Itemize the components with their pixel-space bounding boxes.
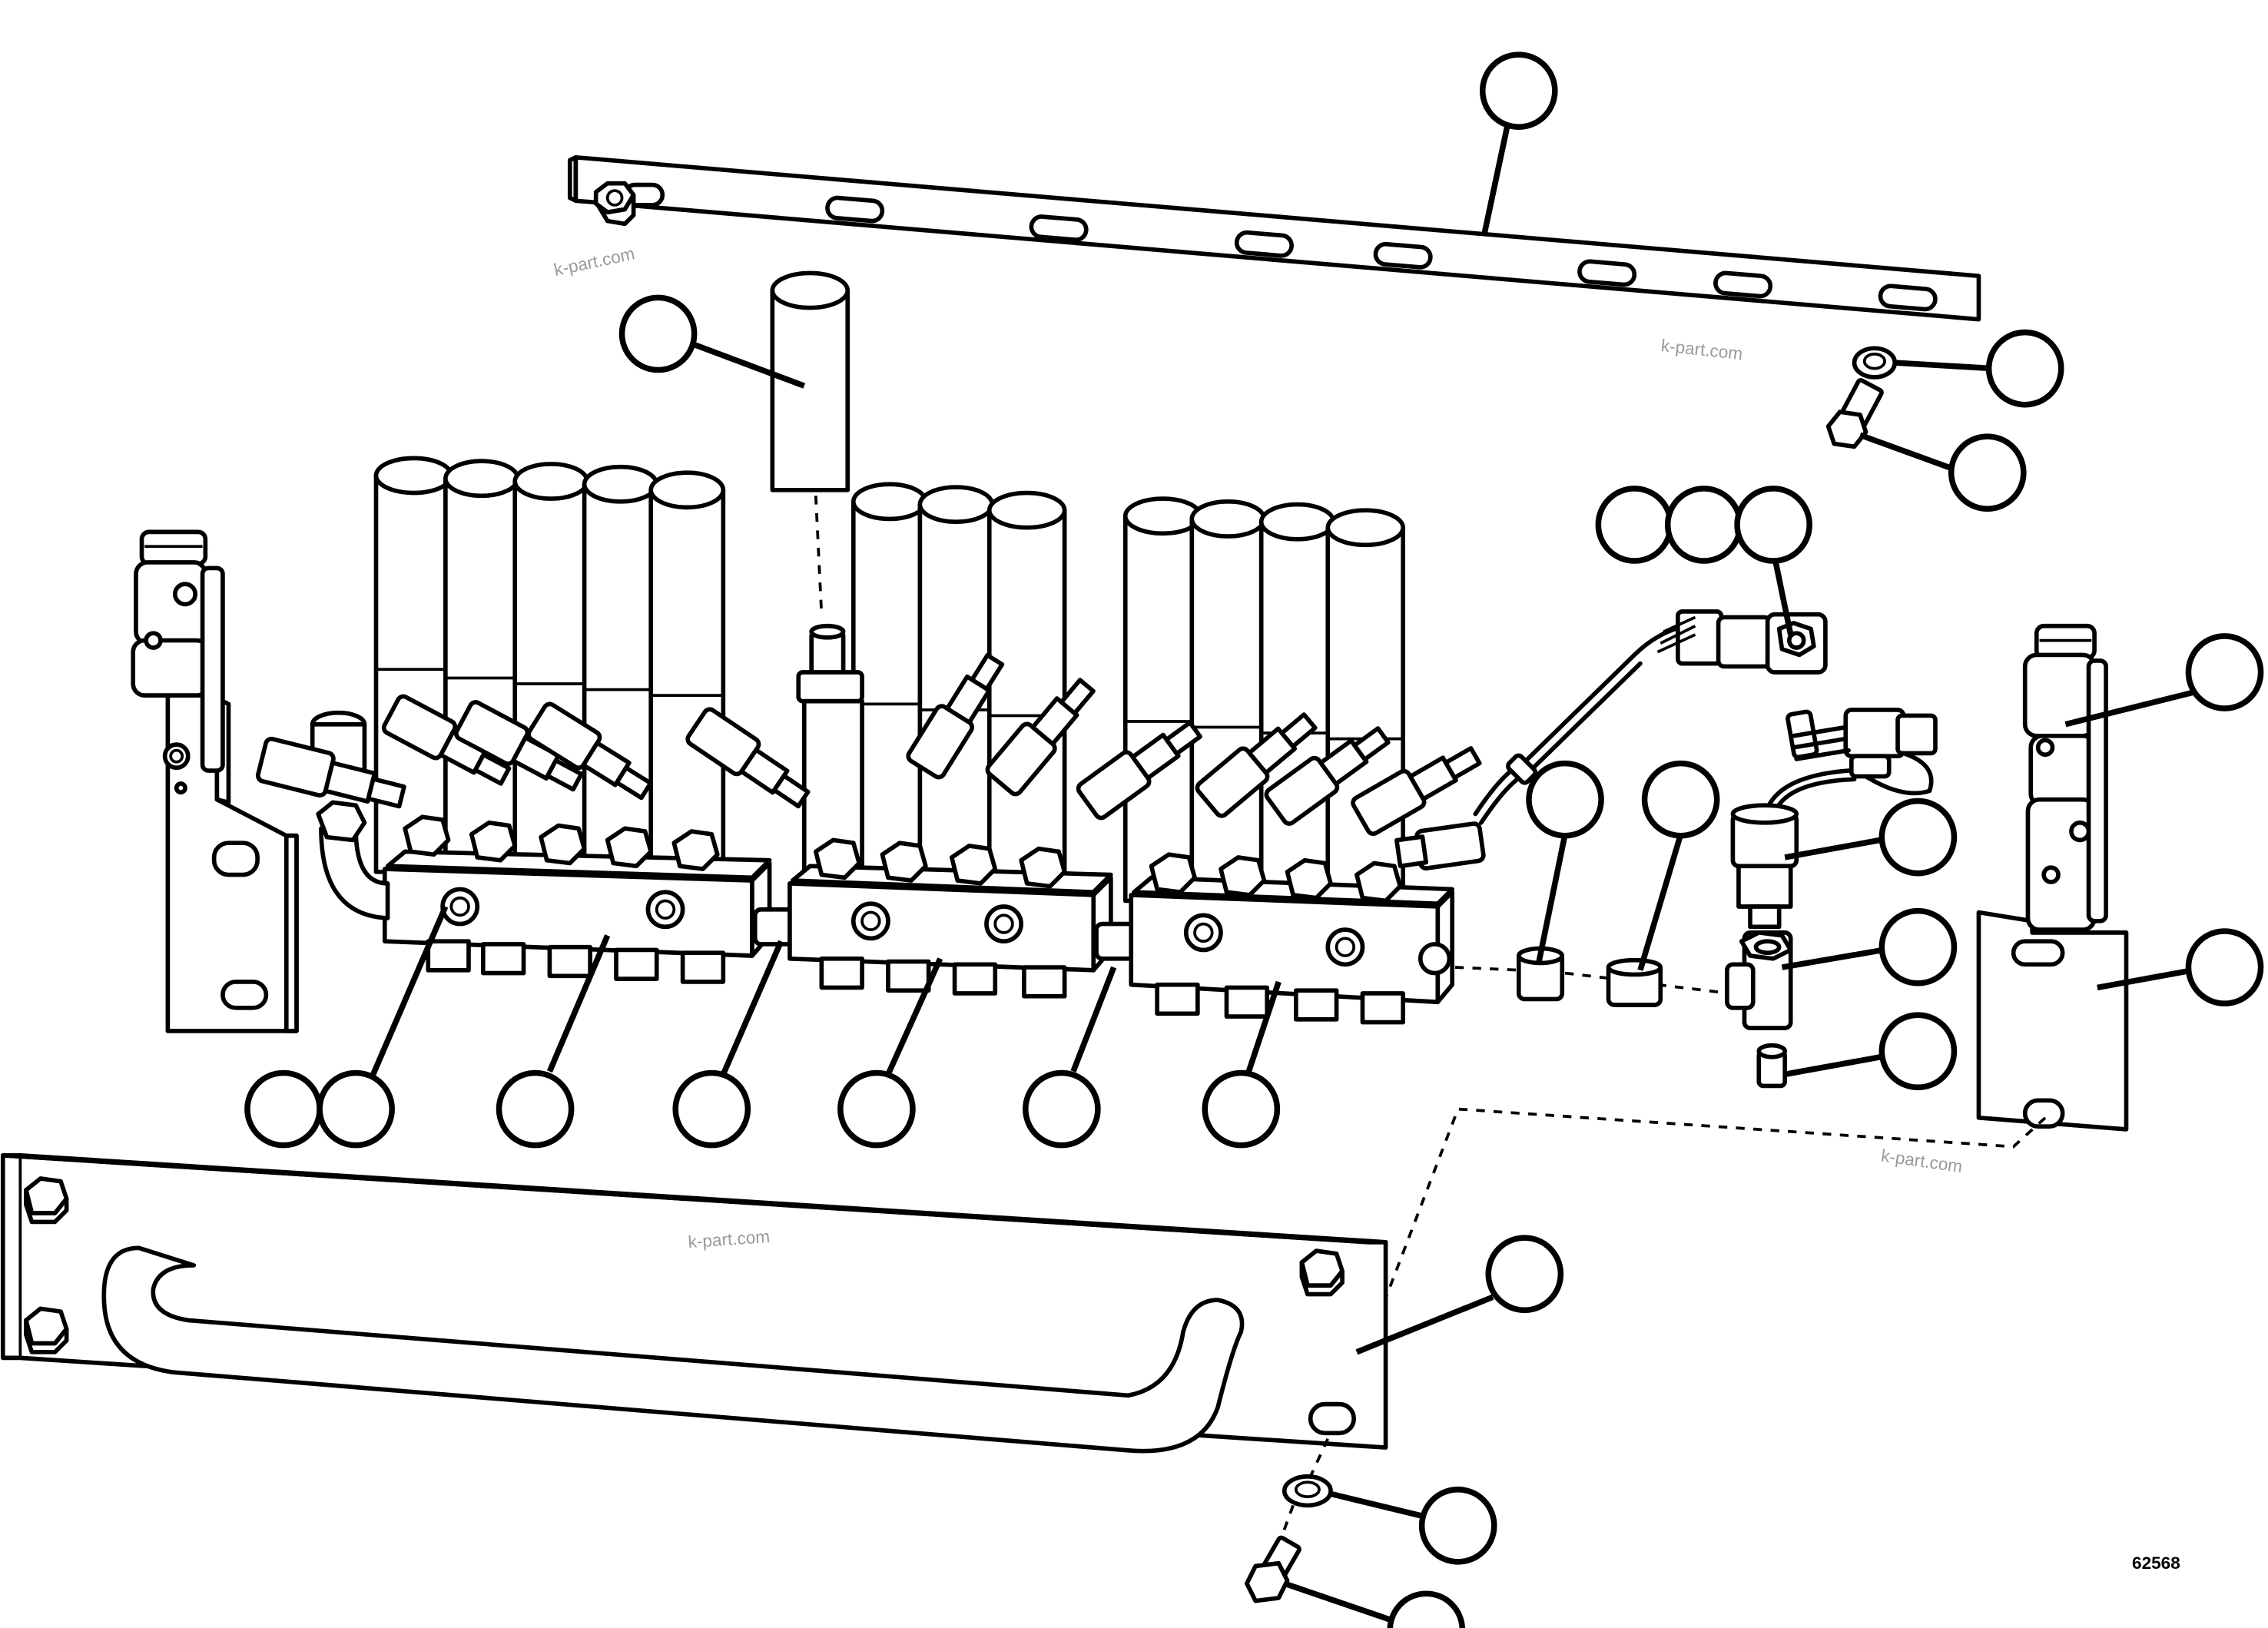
right-bracket-clamp	[2022, 623, 2108, 932]
callout-nipple-2[interactable]	[1023, 1069, 1101, 1149]
callout-plate-right[interactable]	[2185, 928, 2264, 1006]
pressure-switch	[1730, 708, 1938, 930]
panel-bolts	[24, 1176, 1345, 1354]
left-bracket-clamp	[131, 529, 225, 773]
callout-washer-bottom[interactable]	[1418, 1486, 1497, 1565]
pull-handle	[101, 1245, 1245, 1454]
bottom-washer	[1282, 1438, 1333, 1508]
callout-sensor-b[interactable]	[1664, 486, 1743, 564]
top-washer	[1852, 346, 1898, 380]
hose-fittings	[255, 652, 1486, 920]
manifold-bolt	[440, 887, 685, 930]
callout-handle-panel[interactable]	[1485, 1235, 1564, 1314]
bottom-bolt	[1245, 1504, 1301, 1603]
top-bolt	[1825, 378, 1884, 449]
bar-bolt	[593, 181, 636, 227]
right-bracket	[1976, 623, 2129, 1132]
callout-plug-bolt-2[interactable]	[317, 1069, 395, 1149]
callout-manifold-2[interactable]	[837, 1069, 916, 1149]
callout-plug-bolt[interactable]	[244, 1069, 323, 1149]
left-bracket	[131, 529, 299, 1033]
callout-bolt-bottom[interactable]	[1387, 1590, 1466, 1628]
watermark-1: k-part.com	[552, 244, 637, 280]
callout-sensor-a[interactable]	[1595, 486, 1674, 564]
manifold-block-2	[788, 864, 1113, 999]
callout-pressure-switch[interactable]	[1878, 797, 1958, 877]
callout-plug[interactable]	[1878, 1012, 1958, 1091]
leader-lines	[370, 98, 2194, 1624]
top-mounting-bar	[567, 154, 1981, 322]
callout-bubbles	[244, 51, 2264, 1628]
callout-top-bar[interactable]	[1479, 51, 1558, 131]
fitting-sleeve-2	[1606, 957, 1663, 1007]
callout-sensor-c[interactable]	[1734, 486, 1812, 564]
hex-plug	[1756, 1043, 1788, 1089]
callout-tee[interactable]	[1878, 907, 1958, 986]
tee-fitting	[1725, 930, 1793, 1030]
callout-bolt-top[interactable]	[1948, 433, 2027, 512]
callout-fitting-2[interactable]	[1641, 760, 1720, 839]
accumulator-cylinders	[373, 270, 1405, 915]
exploded-cylinder	[770, 270, 850, 615]
tee-and-plugs	[1381, 930, 2047, 1307]
figure-number: 62568	[2132, 1553, 2180, 1573]
front-handle-panel	[0, 1152, 1388, 1454]
callout-fitting-1[interactable]	[1526, 760, 1604, 839]
watermark-3: k-part.com	[1880, 1146, 1964, 1177]
sensor-harness	[1473, 609, 1828, 825]
callout-manifold-3[interactable]	[1202, 1069, 1281, 1149]
callout-washer-top[interactable]	[1985, 329, 2064, 408]
callout-bracket-right-top[interactable]	[2185, 633, 2264, 711]
callout-nipple-1[interactable]	[672, 1069, 751, 1149]
manifold-block-3	[1129, 875, 1455, 1025]
callout-manifold-1[interactable]	[496, 1069, 575, 1149]
watermark-2: k-part.com	[1660, 336, 1744, 363]
callout-cylinder[interactable]	[618, 294, 698, 373]
